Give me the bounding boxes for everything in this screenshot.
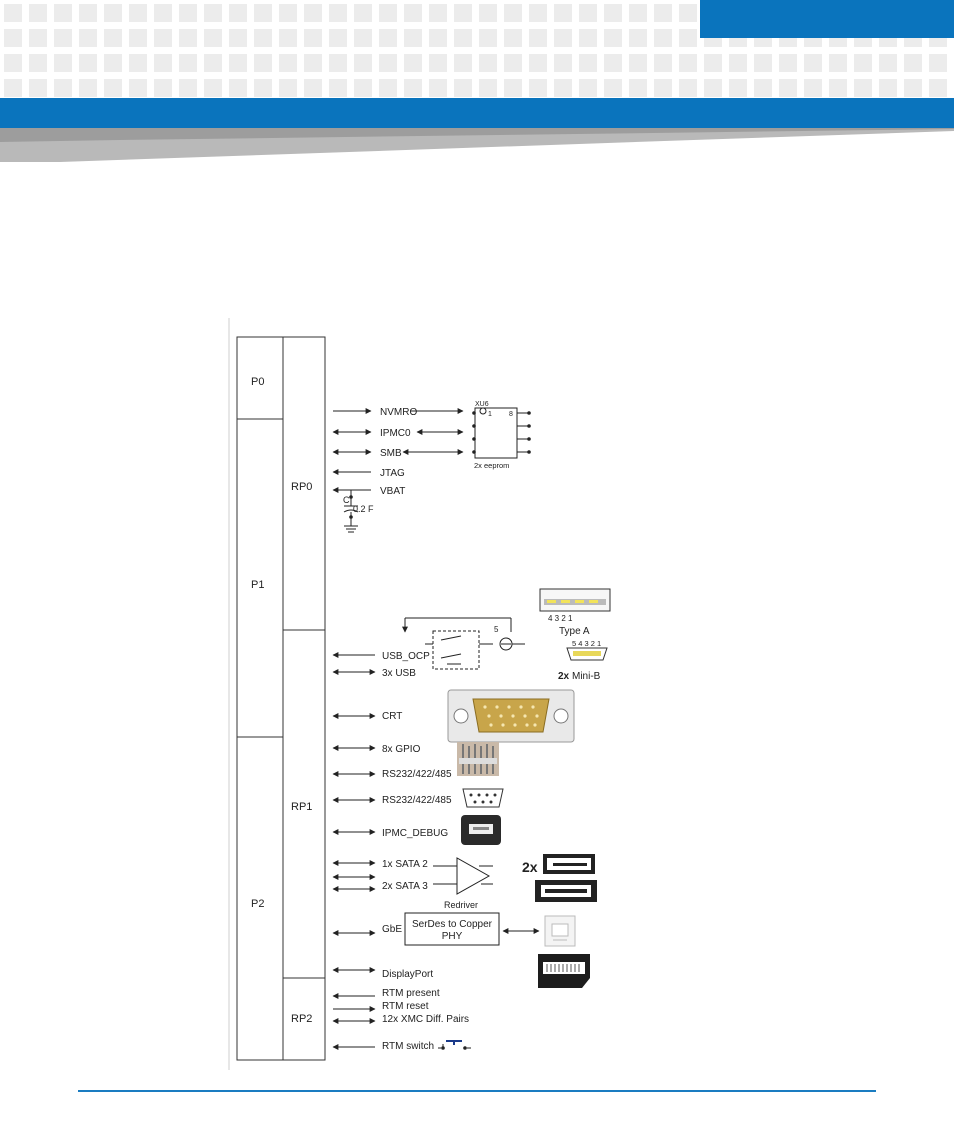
- eeprom-pin1: 1: [488, 411, 492, 418]
- eeprom-pin8: 8: [509, 411, 513, 418]
- signal-8x-gpio: 8x GPIO: [382, 744, 421, 755]
- signal-rtm-present: RTM present: [382, 988, 440, 999]
- vga-connector: [447, 689, 575, 743]
- zone-rp1: RP1: [291, 801, 312, 813]
- signal-ipmc-debug: IPMC_DEBUG: [382, 828, 448, 839]
- signal-rtm-switch: RTM switch: [382, 1041, 434, 1052]
- eeprom-ref: XU6: [475, 401, 489, 408]
- mini-b-count: 2x: [558, 671, 570, 682]
- signal-rs232-a: RS232/422/485: [382, 769, 452, 780]
- redriver-label: Redriver: [444, 900, 478, 910]
- eeprom-chip: XU6 1 8 2x eeprom: [472, 401, 531, 470]
- signal-3x-usb: 3x USB: [382, 668, 416, 679]
- sata-connector-top: [543, 854, 595, 874]
- signal-vbat: VBAT: [380, 486, 405, 497]
- phy-label-line2: PHY: [442, 931, 463, 942]
- displayport-connector: [538, 954, 590, 988]
- gpio-pin-header: [457, 742, 499, 776]
- zone-rp2: RP2: [291, 1013, 312, 1025]
- mini-b-pins: 5 4 3 2 1: [572, 639, 601, 648]
- signal-1x-sata2: 1x SATA 2: [382, 859, 428, 870]
- signal-crt: CRT: [382, 711, 402, 722]
- capacitor-value: 0.2 F: [353, 504, 374, 514]
- signal-displayport: DisplayPort: [382, 969, 433, 980]
- sata-count: 2x: [522, 859, 538, 875]
- signal-gbe: GbE: [382, 924, 402, 935]
- zone-p1: P1: [251, 579, 264, 591]
- switch-number: 5: [494, 625, 499, 634]
- usb-mini-b-connector: [566, 647, 608, 661]
- rtm-switch-symbol: [438, 1040, 471, 1050]
- zone-column-rp: RP0 RP1 RP2: [282, 336, 326, 1061]
- signal-usb-ocp: USB_OCP: [382, 651, 430, 662]
- signal-ipmc0: IPMC0: [380, 428, 411, 439]
- signal-2x-sata3: 2x SATA 3: [382, 881, 428, 892]
- zone-rp0: RP0: [291, 481, 312, 493]
- mini-b-label: Mini-B: [572, 671, 601, 682]
- signal-rs232-b: RS232/422/485: [382, 795, 452, 806]
- zone-p0: P0: [251, 376, 264, 388]
- zone-p2: P2: [251, 898, 264, 910]
- signal-jtag: JTAG: [380, 468, 405, 479]
- signal-xmc-pairs: 12x XMC Diff. Pairs: [382, 1014, 469, 1025]
- header-grey-swoosh: [0, 128, 954, 162]
- rj45-connector: [544, 915, 576, 947]
- ipmc-debug-connector: [461, 815, 501, 845]
- header-blue-tab: [700, 0, 954, 38]
- sata-connector-bottom: [535, 880, 597, 902]
- db9-serial-connector: [462, 788, 504, 808]
- header-blue-band: [0, 98, 954, 128]
- capacitor-label: C: [343, 495, 350, 505]
- phy-label-line1: SerDes to Copper: [412, 919, 493, 930]
- signal-rtm-reset: RTM reset: [382, 1001, 429, 1012]
- usb-type-a-pins: 4 3 2 1: [548, 614, 573, 623]
- rtm-block-diagram: P0 P1 P2 RP0 RP1 RP2 NVMRO IPMC0 SMB JTA…: [228, 318, 611, 1070]
- usb-type-a-connector: [539, 588, 611, 612]
- usb-type-a-label: Type A: [559, 626, 590, 637]
- signal-smb: SMB: [380, 448, 402, 459]
- phy-box: [404, 912, 500, 946]
- zone-column-p: P0 P1 P2: [236, 336, 284, 1061]
- usb-section: [332, 617, 525, 675]
- eeprom-label: 2x eeprom: [474, 461, 509, 470]
- signal-nvmro: NVMRO: [380, 407, 417, 418]
- footer-divider: [78, 1090, 876, 1092]
